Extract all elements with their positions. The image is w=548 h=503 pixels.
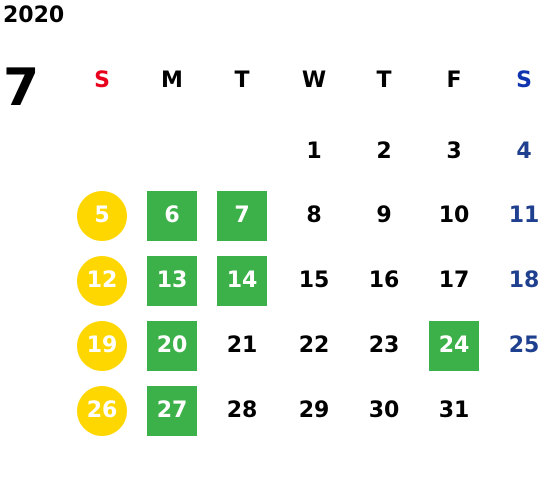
- date-cell-4: 4: [516, 139, 532, 164]
- date-cell-21: 21: [226, 333, 258, 358]
- weekday-header: M: [161, 68, 183, 93]
- month-number: 7: [3, 58, 40, 118]
- date-cell-17: 17: [438, 268, 470, 293]
- date-cell-3: 3: [446, 139, 462, 164]
- date-cell-13: 13: [147, 256, 197, 306]
- date-cell-14: 14: [217, 256, 267, 306]
- date-cell-2: 2: [376, 139, 392, 164]
- date-cell-24: 24: [429, 321, 479, 371]
- weekday-header: F: [446, 68, 462, 93]
- weekday-header: S: [94, 68, 110, 93]
- date-cell-31: 31: [438, 398, 470, 423]
- date-cell-15: 15: [298, 268, 330, 293]
- date-cell-9: 9: [376, 203, 392, 228]
- date-cell-22: 22: [298, 333, 330, 358]
- date-cell-19: 19: [77, 321, 127, 371]
- weekday-header: W: [301, 68, 327, 93]
- weekday-header: S: [516, 68, 532, 93]
- date-cell-26: 26: [77, 386, 127, 436]
- weekday-header: T: [376, 68, 392, 93]
- date-cell-5: 5: [77, 191, 127, 241]
- date-cell-27: 27: [147, 386, 197, 436]
- date-cell-28: 28: [226, 398, 258, 423]
- date-cell-16: 16: [368, 268, 400, 293]
- date-cell-25: 25: [508, 333, 540, 358]
- date-cell-29: 29: [298, 398, 330, 423]
- date-cell-23: 23: [368, 333, 400, 358]
- date-cell-30: 30: [368, 398, 400, 423]
- date-cell-7: 7: [217, 191, 267, 241]
- date-cell-1: 1: [306, 139, 322, 164]
- date-cell-8: 8: [306, 203, 322, 228]
- weekday-header: T: [234, 68, 250, 93]
- date-cell-12: 12: [77, 256, 127, 306]
- year-label: 2020: [3, 3, 65, 28]
- date-cell-18: 18: [508, 268, 540, 293]
- date-cell-20: 20: [147, 321, 197, 371]
- date-cell-10: 10: [438, 203, 470, 228]
- date-cell-6: 6: [147, 191, 197, 241]
- date-cell-11: 11: [508, 203, 540, 228]
